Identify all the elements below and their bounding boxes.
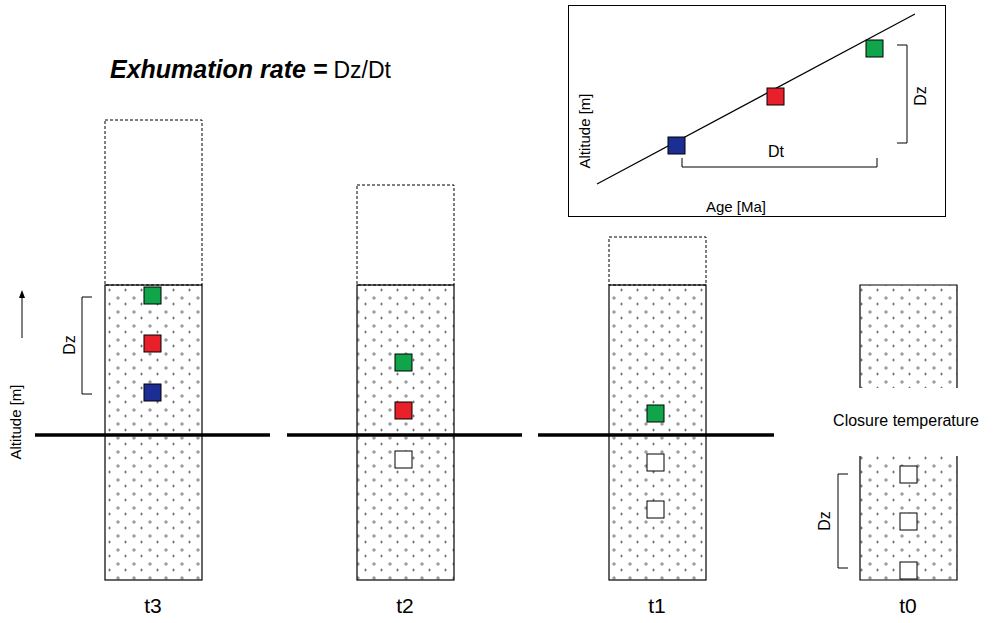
time-label: t0 (899, 595, 917, 616)
bracket-label: Dz (817, 511, 833, 531)
time-label: t3 (144, 595, 162, 616)
axis-label: Altitude [m] (577, 93, 592, 168)
rock-column: t0 (860, 285, 957, 580)
formula-heading: Exhumation rate = (110, 57, 327, 82)
axis-label: Altitude [m] (8, 384, 23, 459)
bracket-label: Dz (62, 335, 78, 355)
bracket-label: Dz (913, 86, 929, 106)
time-label: t2 (396, 595, 414, 616)
bracket-label: Dt (768, 144, 784, 160)
rock-column: t1 (609, 285, 706, 580)
rock-column: t2 (357, 285, 454, 580)
time-label: t1 (648, 595, 666, 616)
formula-heading: Dz/Dt (333, 59, 391, 82)
boundary-label: Closure temperature (831, 412, 981, 430)
axis-label: Age [Ma] (706, 199, 766, 214)
rock-column: t3 (105, 285, 202, 580)
graph-panel: Altitude [m] Dt DzAge [Ma] (568, 5, 946, 217)
